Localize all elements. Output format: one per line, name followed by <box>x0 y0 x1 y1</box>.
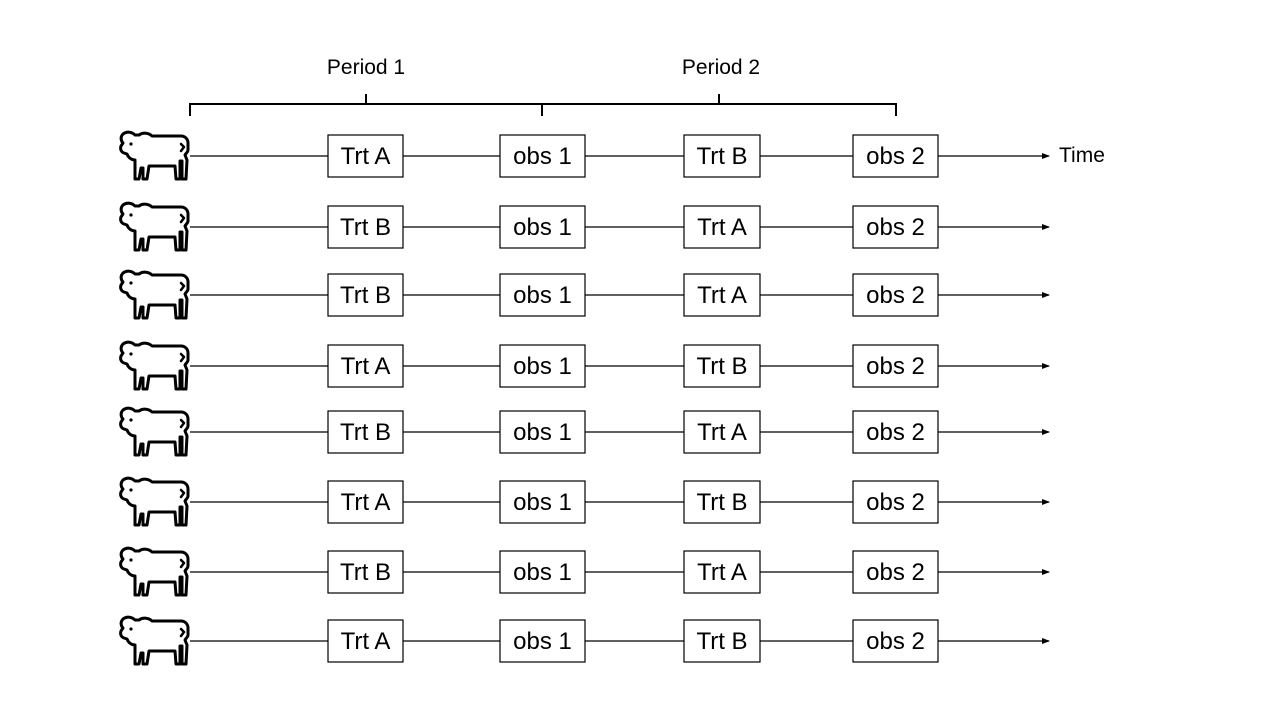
observation-box <box>852 619 939 663</box>
subject-row: Trt B obs 1 Trt A obs 2 <box>119 269 1050 320</box>
observation-label: obs 2 <box>866 282 925 309</box>
treatment-box <box>683 344 761 388</box>
treatment-box <box>683 205 761 249</box>
treatment-box <box>683 619 761 663</box>
cow-icon <box>119 476 190 527</box>
period-brace-2 <box>541 94 897 116</box>
treatment-box <box>683 550 761 594</box>
treatment-label: Trt A <box>341 353 391 380</box>
cow-icon <box>119 269 190 320</box>
treatment-box <box>327 410 404 454</box>
subject-row: Trt A obs 1 Trt B obs 2 <box>119 476 1050 527</box>
observation-box <box>852 134 939 178</box>
observation-box <box>499 205 586 249</box>
treatment-label: Trt B <box>340 419 391 446</box>
subject-row: Trt A obs 1 Trt B obs 2 <box>119 340 1050 391</box>
subject-row: Trt A obs 1 Trt B obs 2 <box>119 130 1050 181</box>
observation-box <box>499 134 586 178</box>
observation-box <box>499 619 586 663</box>
observation-box <box>499 410 586 454</box>
treatment-label: Trt B <box>340 282 391 309</box>
observation-label: obs 2 <box>866 143 925 170</box>
treatment-label: Trt B <box>340 559 391 586</box>
treatment-label: Trt A <box>341 143 391 170</box>
treatment-label: Trt A <box>697 559 747 586</box>
observation-box <box>852 344 939 388</box>
treatment-label: Trt A <box>341 628 391 655</box>
treatment-box <box>683 410 761 454</box>
subject-row: Trt B obs 1 Trt A obs 2 <box>119 546 1050 597</box>
observation-label: obs 1 <box>513 419 572 446</box>
treatment-label: Trt B <box>696 628 747 655</box>
observation-label: obs 1 <box>513 489 572 516</box>
observation-box <box>852 480 939 524</box>
observation-label: obs 2 <box>866 628 925 655</box>
treatment-label: Trt B <box>696 489 747 516</box>
observation-box <box>499 273 586 317</box>
observation-box <box>499 344 586 388</box>
treatment-label: Trt B <box>340 214 391 241</box>
treatment-box <box>683 480 761 524</box>
subject-row: Trt B obs 1 Trt A obs 2 <box>119 201 1050 252</box>
subject-row: Trt A obs 1 Trt B obs 2 <box>119 615 1050 666</box>
treatment-box <box>327 205 404 249</box>
observation-label: obs 1 <box>513 628 572 655</box>
time-axis-label: Time <box>1059 144 1105 167</box>
treatment-label: Trt B <box>696 143 747 170</box>
treatment-box <box>327 344 404 388</box>
period-2-label: Period 2 <box>682 56 760 79</box>
observation-label: obs 1 <box>513 214 572 241</box>
treatment-box <box>327 619 404 663</box>
cow-icon <box>119 406 190 457</box>
observation-label: obs 2 <box>866 489 925 516</box>
treatment-box <box>683 273 761 317</box>
subject-rows: Trt A obs 1 Trt B obs 2 Trt B obs 1 Trt A obs 2… <box>119 130 1050 666</box>
treatment-box <box>683 134 761 178</box>
observation-box <box>499 550 586 594</box>
cow-icon <box>119 130 190 181</box>
treatment-box <box>327 134 404 178</box>
subject-row: Trt B obs 1 Trt A obs 2 <box>119 406 1050 457</box>
cow-icon <box>119 615 190 666</box>
treatment-label: Trt A <box>697 282 747 309</box>
period-1-label: Period 1 <box>327 56 405 79</box>
observation-box <box>499 480 586 524</box>
observation-label: obs 1 <box>513 282 572 309</box>
treatment-box <box>327 273 404 317</box>
treatment-label: Trt A <box>697 214 747 241</box>
cow-icon <box>119 340 190 391</box>
cow-icon <box>119 201 190 252</box>
observation-box <box>852 550 939 594</box>
observation-label: obs 2 <box>866 559 925 586</box>
observation-label: obs 2 <box>866 353 925 380</box>
observation-box <box>852 273 939 317</box>
period-brace-1 <box>189 94 543 116</box>
observation-label: obs 2 <box>866 214 925 241</box>
observation-label: obs 1 <box>513 353 572 380</box>
treatment-box <box>327 550 404 594</box>
observation-label: obs 1 <box>513 143 572 170</box>
observation-label: obs 1 <box>513 559 572 586</box>
treatment-label: Trt B <box>696 353 747 380</box>
treatment-label: Trt A <box>697 419 747 446</box>
observation-label: obs 2 <box>866 419 925 446</box>
treatment-box <box>327 480 404 524</box>
treatment-label: Trt A <box>341 489 391 516</box>
observation-box <box>852 205 939 249</box>
observation-box <box>852 410 939 454</box>
cow-icon <box>119 546 190 597</box>
